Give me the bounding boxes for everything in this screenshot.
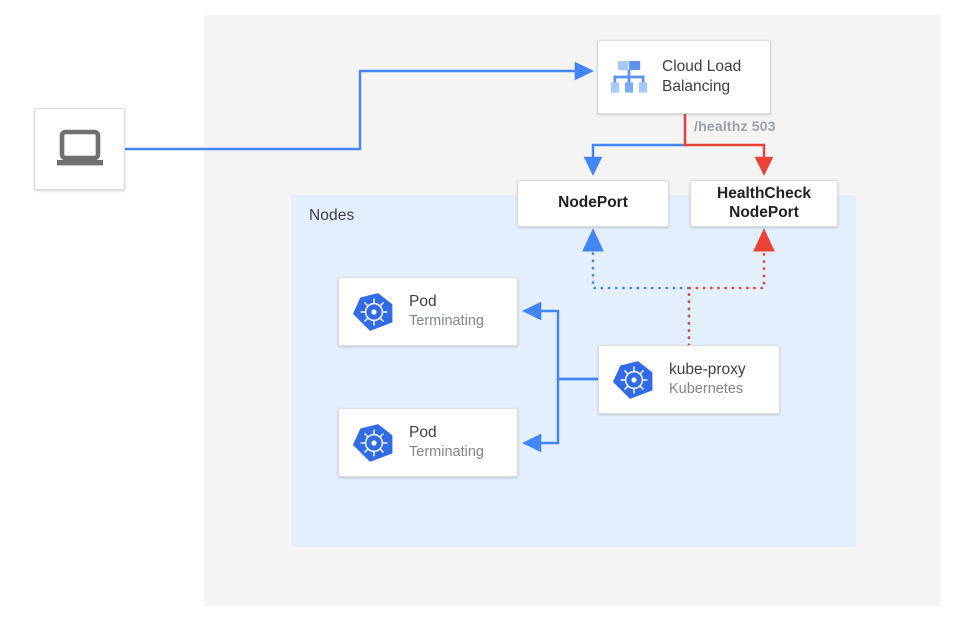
pod-1-text: Pod Terminating [409,292,484,332]
nodes-panel-label: Nodes [309,207,355,224]
healthcheck-nodeport-label: HealthCheck NodePort [697,185,831,223]
kubernetes-icon [353,291,395,333]
nodeport-label: NodePort [558,194,628,212]
healthz-status-label: /healthz 503 [694,118,776,134]
kube-proxy-text: kube-proxy Kubernetes [669,360,746,400]
client-node[interactable] [34,108,125,190]
cloud-load-balancing-icon [606,56,652,98]
healthcheck-nodeport-node[interactable]: HealthCheck NodePort [690,180,838,227]
pod-1-title: Pod [409,292,437,310]
laptop-icon [54,128,106,170]
cloud-load-balancing-node[interactable]: Cloud Load Balancing [597,40,771,114]
cloud-load-balancing-title-line2: Balancing [662,78,731,95]
pod-node-1[interactable]: Pod Terminating [338,277,518,346]
kube-proxy-title: kube-proxy [669,360,746,378]
kubernetes-icon [353,422,395,464]
pod-2-text: Pod Terminating [409,423,484,463]
pod-2-status: Terminating [409,444,484,461]
healthcheck-nodeport-label-line1: HealthCheck [717,184,811,202]
cloud-load-balancing-text: Cloud Load Balancing [662,57,741,98]
kubernetes-icon [613,359,655,401]
pod-node-2[interactable]: Pod Terminating [338,408,518,477]
pod-2-title: Pod [409,423,437,441]
kube-proxy-node[interactable]: kube-proxy Kubernetes [598,345,780,414]
healthcheck-nodeport-label-line2: NodePort [729,203,799,221]
nodeport-node[interactable]: NodePort [517,180,669,227]
pod-1-status: Terminating [409,313,484,330]
cloud-load-balancing-title: Cloud Load [662,57,742,75]
kube-proxy-subtitle: Kubernetes [669,381,744,398]
